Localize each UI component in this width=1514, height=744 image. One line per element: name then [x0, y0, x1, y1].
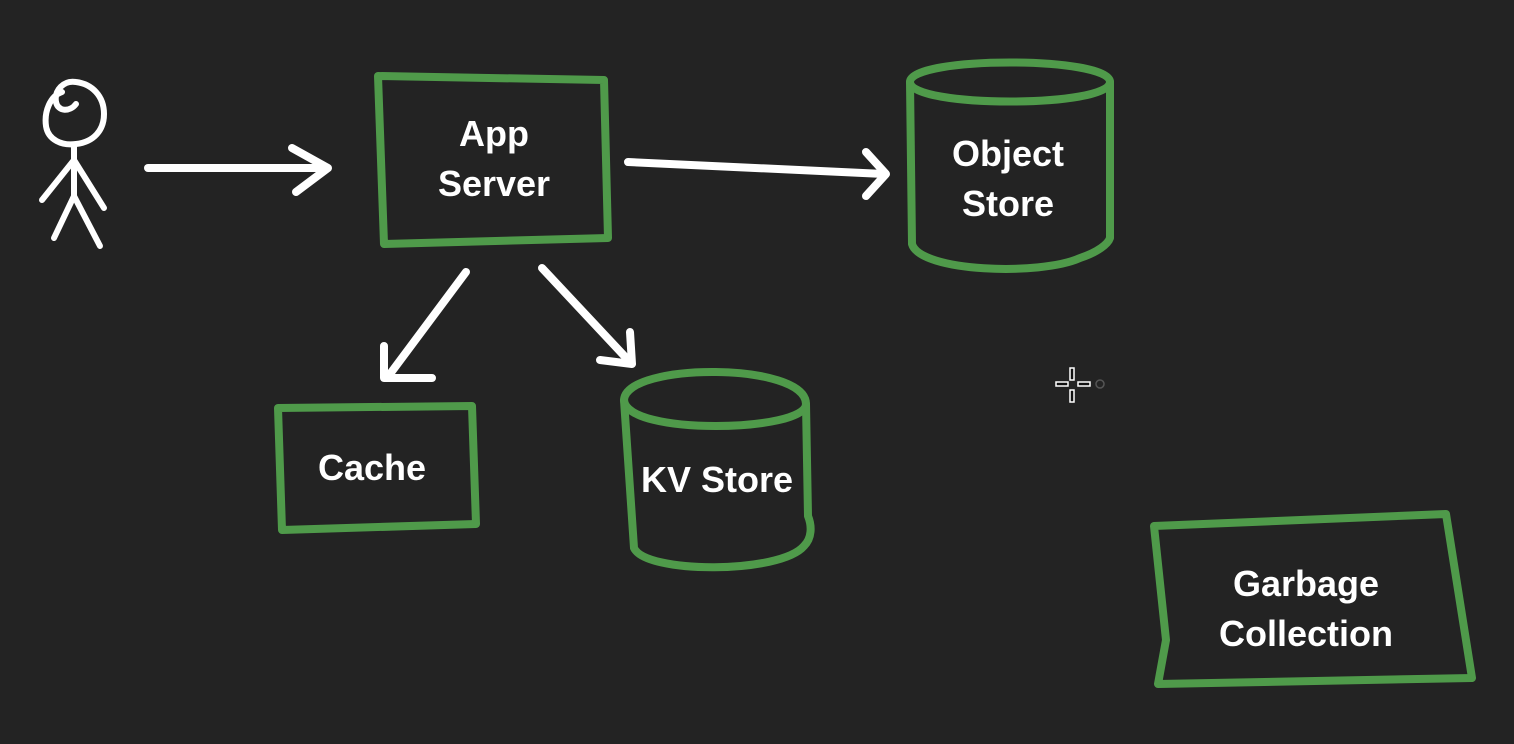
app-server-label-line1: App — [459, 113, 529, 154]
kv-store-node[interactable]: KV Store — [620, 368, 815, 572]
user-stick-figure-icon — [39, 78, 107, 249]
kv-store-label: KV Store — [641, 459, 793, 500]
arrow-app-server-to-kv-store — [538, 264, 636, 368]
arrow-user-to-app-server — [144, 144, 332, 196]
object-store-label-line2: Store — [962, 183, 1054, 224]
arrow-app-server-to-object-store — [624, 148, 890, 200]
arrow-app-server-to-cache — [380, 268, 470, 382]
garbage-collection-node[interactable]: Garbage Collection — [1150, 510, 1476, 688]
app-server-label-line2: Server — [438, 163, 550, 204]
cache-label: Cache — [318, 447, 426, 488]
object-store-label-line1: Object — [952, 133, 1064, 174]
app-server-node[interactable]: App Server — [374, 72, 612, 248]
crosshair-cursor-icon — [1055, 367, 1105, 403]
garbage-collection-label-line2: Collection — [1219, 613, 1393, 654]
object-store-node[interactable]: Object Store — [906, 58, 1114, 273]
garbage-collection-label-line1: Garbage — [1233, 563, 1379, 604]
cache-node[interactable]: Cache — [274, 402, 480, 534]
